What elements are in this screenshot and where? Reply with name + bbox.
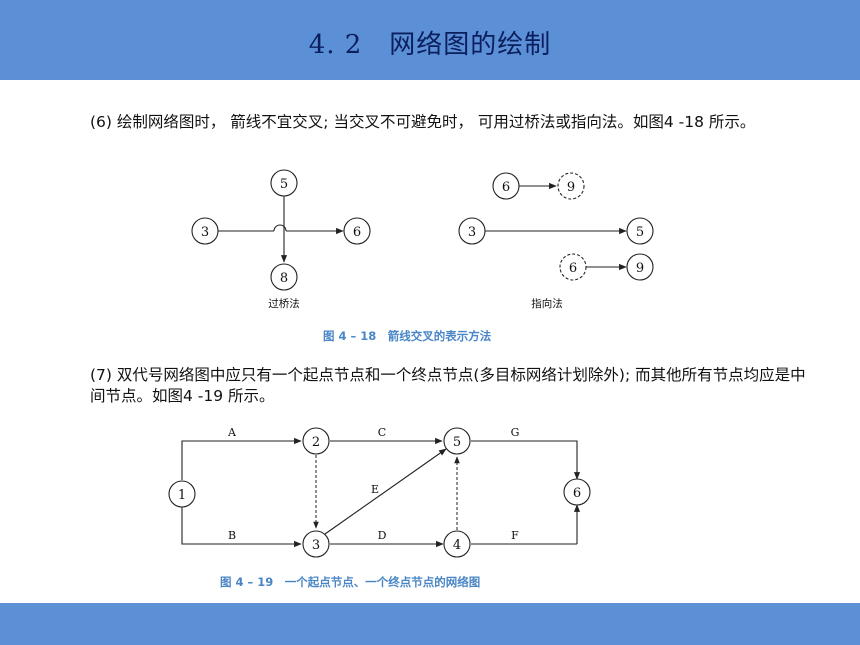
pointer-method-label: 指向法 [531, 297, 563, 310]
paragraph-7: (7) 双代号网络图中应只有一个起点节点和一个终点节点(多目标网络计划除外); … [90, 366, 806, 405]
node-1-label: 1 [178, 488, 186, 503]
header-bar: 4. 2 网络图的绘制 [0, 0, 860, 80]
edge-G [471, 440, 581, 480]
edge-F-label: F [511, 529, 519, 542]
node-6-bottom-ref [559, 253, 587, 281]
node-6-top-label: 6 [502, 180, 510, 195]
node-3-right [458, 217, 486, 245]
node-9-bottom [626, 253, 654, 281]
node-5-right [626, 217, 654, 245]
figure-4-18: 5 3 6 8 过桥法 6 9 3 5 6 9 指向法 图 4 – 18 箭线交… [191, 169, 654, 343]
node-2-label: 2 [312, 435, 320, 450]
node-5-label: 5 [453, 435, 461, 450]
figure-4-19-caption: 图 4 – 19 一个起点节点、一个终点节点的网络图 [220, 575, 480, 589]
node-3-label: 3 [201, 225, 209, 240]
node-6 [343, 217, 371, 245]
edge-G-label: G [511, 426, 520, 439]
node-6-bottom-label: 6 [569, 261, 577, 276]
node-6-label: 6 [573, 486, 581, 501]
node-5 [443, 427, 471, 455]
node-5-right-label: 5 [636, 225, 644, 240]
node-3-right-label: 3 [468, 225, 476, 240]
node-3 [191, 217, 219, 245]
node-6-top [492, 172, 520, 200]
node-4 [443, 530, 471, 558]
bridge-arc [273, 224, 287, 232]
node-9-bottom-label: 9 [636, 261, 644, 276]
edge-D-label: D [378, 529, 387, 542]
node-1 [168, 480, 196, 508]
node-8 [270, 263, 298, 291]
figure-4-18-caption: 图 4 – 18 箭线交叉的表示方法 [323, 329, 492, 343]
node-5-label: 5 [280, 177, 288, 192]
node-4-label: 4 [453, 538, 461, 553]
edge-B-label: B [228, 529, 236, 542]
edge-E-label: E [371, 483, 379, 496]
edge-A-label: A [227, 426, 237, 439]
edge-C-label: C [378, 426, 386, 439]
footer-bar [0, 603, 860, 645]
node-6 [563, 478, 591, 506]
node-2 [302, 427, 330, 455]
node-8-label: 8 [280, 271, 288, 286]
node-9-top-label: 9 [567, 180, 575, 195]
edge-B [181, 507, 302, 548]
paragraph-6: (6) 绘制网络图时， 箭线不宜交叉; 当交叉不可避免时， 可用过桥法或指向法。… [90, 113, 756, 131]
edge-E [324, 448, 447, 535]
node-6-label: 6 [353, 225, 361, 240]
edge-A [181, 437, 302, 480]
node-3 [302, 530, 330, 558]
figure-4-19: A B C D E F G 1 2 3 4 5 6 图 4 – 19 一个起点节… [168, 426, 591, 589]
page-title: 4. 2 网络图的绘制 [308, 30, 552, 60]
node-3-label: 3 [312, 538, 320, 553]
bridge-method-label: 过桥法 [268, 297, 300, 310]
node-9-top-ref [557, 172, 585, 200]
node-5 [270, 169, 298, 197]
